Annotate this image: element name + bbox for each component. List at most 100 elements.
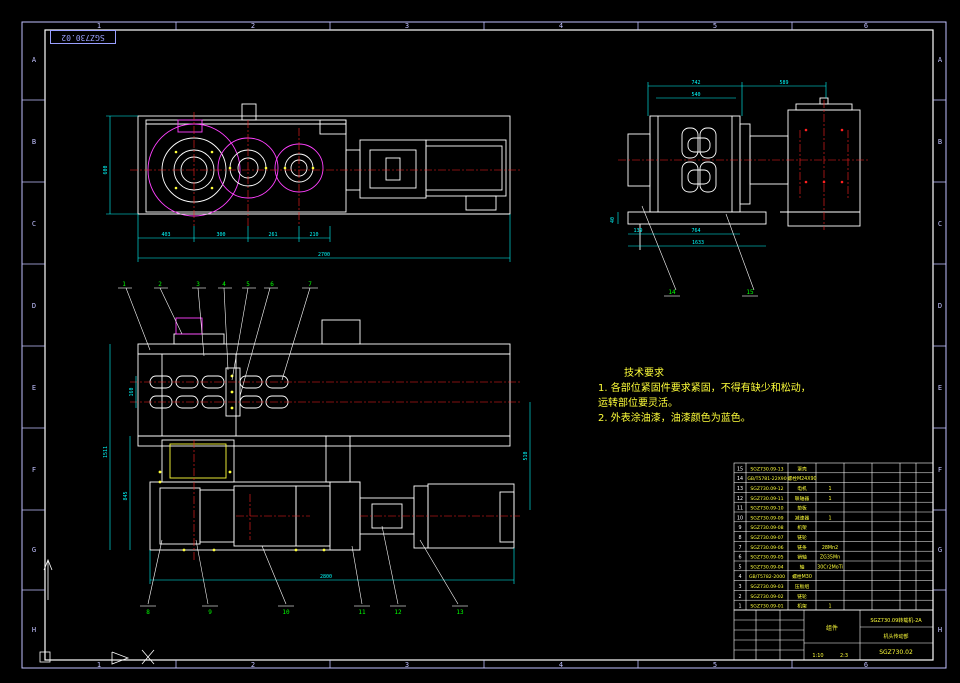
part-balloons: 1 2 3 4 5 6 7 8 9 10 11 12 13 14 15: [122, 281, 754, 616]
dim-value: 403: [161, 232, 170, 238]
bom-cell: 减速器: [795, 514, 810, 521]
col-number: 6: [864, 22, 868, 30]
balloon-number: 6: [270, 281, 274, 288]
tb-scale: 2:3: [840, 653, 848, 659]
balloon-number: 4: [222, 281, 226, 288]
balloon-number: 3: [196, 281, 200, 288]
bom-cell: 轴: [800, 563, 805, 570]
front-dim-text: 403 300 261 210 2700 600: [103, 165, 330, 258]
dim-value: 40: [610, 217, 616, 223]
bom-cell: 7: [738, 545, 741, 551]
bom-cell: 12: [737, 496, 743, 502]
bom-cell: 13: [737, 486, 743, 492]
col-number: 6: [864, 661, 868, 669]
row-letter: B: [32, 138, 36, 146]
row-letter: H: [32, 626, 36, 634]
plan-centerlines: [130, 381, 520, 560]
bom-cell: 机架: [797, 603, 807, 610]
plan-leaders: [125, 287, 459, 605]
row-letter: G: [938, 546, 942, 554]
balloon-number: 12: [394, 609, 402, 616]
balloon-number: 1: [122, 281, 126, 288]
bom-cell: 8: [738, 535, 741, 541]
inner-frame: [44, 29, 934, 661]
dim-value: 210: [309, 232, 318, 238]
side-chain: [681, 127, 717, 193]
bom-cell: GB/T5781-22X90: [747, 476, 786, 482]
bom-cell: 链轮: [797, 593, 807, 600]
row-letters: A B C D E F G H A B C D E F G H: [32, 56, 943, 634]
side-centerlines: [618, 100, 870, 230]
zone-ticks: [22, 22, 946, 668]
bom-cell: ZG35Mn: [820, 555, 840, 561]
bom-cell: 电机: [797, 485, 807, 492]
tech-line-1: 1. 各部位紧固件要求紧固，不得有缺少和松动，: [598, 383, 811, 394]
bom-cell: SGZ730.09-06: [750, 545, 783, 551]
bom-cell: SGZ730.09-03: [750, 584, 783, 590]
balloon-number: 14: [668, 289, 676, 296]
bom-cell: 螺栓M30: [792, 573, 812, 580]
balloon-underlines: [118, 287, 758, 607]
bom-cell: 1: [828, 486, 831, 492]
balloon-number: 2: [158, 281, 162, 288]
bom-cell: 机架: [797, 524, 807, 531]
bom-cell: 3: [738, 584, 741, 590]
bom-cell: 5: [738, 564, 741, 570]
bom-cell: 28Mn2: [822, 545, 838, 551]
col-number: 3: [405, 22, 409, 30]
dim-value: 600: [103, 165, 109, 174]
bom-cell: SGZ730.09-05: [750, 555, 783, 561]
bom-cell: 30Cr2MoTi: [817, 564, 843, 570]
col-number: 4: [559, 22, 563, 30]
tb-sub: 机头传动部: [883, 633, 908, 640]
drawing-number-stamp: SGZ730.02: [50, 30, 116, 44]
bom-cell: SGZ730.09-13: [750, 466, 783, 472]
row-letter: F: [32, 466, 36, 474]
row-letter: D: [32, 302, 36, 310]
balloon-number: 13: [456, 609, 464, 616]
bom-cell: 2: [738, 594, 741, 600]
bom-cell: 罩壳: [797, 465, 807, 472]
bom-cell: 4: [738, 574, 741, 580]
dim-value: 2700: [318, 252, 330, 258]
dim-value: 1511: [103, 446, 109, 458]
balloon-number: 5: [246, 281, 250, 288]
plan-chain: [149, 367, 289, 417]
row-letter: B: [938, 138, 942, 146]
side-bolts: [804, 128, 844, 184]
bom-cell: 链条: [797, 544, 807, 551]
balloon-number: 9: [208, 609, 212, 616]
bom-cell: SGZ730.09-10: [750, 506, 783, 512]
balloon-number: 7: [308, 281, 312, 288]
bom-cell: 11: [737, 506, 743, 512]
dim-value: 589: [779, 80, 788, 86]
plan-view: [137, 317, 515, 551]
dim-value: 300: [216, 232, 225, 238]
dim-value: 1633: [692, 240, 704, 246]
col-number: 2: [251, 22, 255, 30]
col-number: 1: [97, 661, 101, 669]
tech-line-2: 运转部位要灵活。: [598, 398, 678, 409]
row-letter: G: [32, 546, 36, 554]
row-letter: D: [938, 302, 942, 310]
bom-cell: 15: [737, 466, 743, 472]
balloon-number: 10: [282, 609, 290, 616]
dim-value: 742: [691, 80, 700, 86]
bom-cell: 销轴: [797, 554, 807, 561]
col-number: 5: [713, 661, 717, 669]
front-centerlines: [130, 112, 520, 226]
side-view: [627, 97, 861, 250]
col-number: 3: [405, 661, 409, 669]
tb-material: 组件: [826, 624, 838, 632]
bom-cell: 压板组: [795, 583, 810, 590]
bom-cell: 1: [828, 604, 831, 610]
bom-cell: GB/T5782-2000: [749, 574, 785, 580]
bom-cell: 联轴器: [795, 495, 810, 502]
bom-cell: SGZ730.09-02: [750, 594, 783, 600]
bom-cell: 1: [828, 515, 831, 521]
row-letter: H: [938, 626, 942, 634]
plan-dim-text: 1511 845 160 510 2800: [103, 387, 529, 580]
outer-frame: [21, 21, 947, 669]
